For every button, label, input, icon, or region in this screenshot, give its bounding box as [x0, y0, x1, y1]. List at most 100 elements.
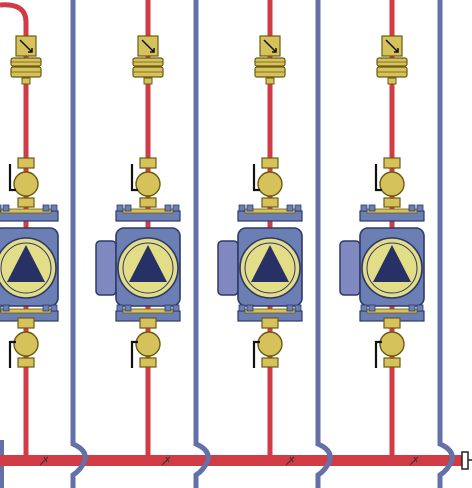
upper-ball-valve-ball [379, 171, 405, 197]
lower-flange-bolt-1 [238, 304, 246, 312]
upper-ball-valve-handle [252, 164, 260, 192]
check-valve-arrow [19, 39, 33, 53]
upper-flange-bolt-2 [246, 204, 254, 212]
return-pipe-4 [437, 0, 455, 488]
lower-flange-bolt-4 [416, 304, 424, 312]
check-valve-arrow [385, 39, 399, 53]
lower-flange-bolt-2 [368, 304, 376, 312]
upper-ball-valve-bottom [17, 197, 35, 208]
lower-flange-bolt-1 [116, 304, 124, 312]
lower-flange-bolt-3 [164, 304, 172, 312]
return-hop-1 [71, 441, 88, 478]
lower-ball-valve-handle [374, 340, 382, 368]
check-valve-tail [21, 77, 31, 85]
upper-ball-valve-ball [13, 171, 39, 197]
header-pipes [0, 441, 472, 478]
check-valve-tail [265, 77, 275, 85]
lower-ball-valve-handle [252, 340, 260, 368]
upper-ball-valve-top [139, 157, 157, 169]
lower-ball-valve-ball [257, 331, 283, 357]
upper-ball-valve-top [383, 157, 401, 169]
upper-flange-bolt-4 [50, 204, 58, 212]
pump-unit-3 [217, 35, 303, 368]
upper-flange-bolt-2 [368, 204, 376, 212]
return-pipe-2 [193, 0, 211, 488]
upper-ball-valve-ball [135, 171, 161, 197]
motor-terminal-box [339, 240, 361, 296]
supply-header [0, 455, 462, 466]
lower-ball-valve-ball [379, 331, 405, 357]
upper-flange-bolt-3 [286, 204, 294, 212]
upper-flange-bolt-3 [408, 204, 416, 212]
check-valve-arrow [263, 39, 277, 53]
upper-ball-valve-bottom [261, 197, 279, 208]
lower-ball-valve-bottom [17, 357, 35, 368]
upper-flange-bolt-1 [360, 204, 368, 212]
pump-unit-4 [339, 35, 425, 368]
pump-unit-1 [0, 35, 59, 368]
lower-ball-valve-handle [8, 340, 16, 368]
upper-flange-bolt-4 [172, 204, 180, 212]
upper-flange-bolt-4 [294, 204, 302, 212]
check-valve-tail [143, 77, 153, 85]
pump-units [0, 35, 425, 368]
lower-flange-bolt-3 [286, 304, 294, 312]
upper-ball-valve-handle [130, 164, 138, 192]
lower-ball-valve-top [261, 317, 279, 329]
lower-ball-valve-ball [13, 331, 39, 357]
upper-flange-bolt-2 [124, 204, 132, 212]
upper-ball-valve-top [261, 157, 279, 169]
lower-flange-bolt-1 [0, 304, 2, 312]
upper-flange-bolt-3 [42, 204, 50, 212]
lower-flange-bolt-3 [42, 304, 50, 312]
lower-flange-bolt-4 [294, 304, 302, 312]
lower-ball-valve-bottom [261, 357, 279, 368]
upper-ball-valve-handle [8, 164, 16, 192]
pump-direction-triangle [251, 245, 289, 282]
motor-terminal-box [217, 240, 239, 296]
sensor-mark-1 [39, 456, 49, 466]
sensor-mark-2 [161, 456, 171, 466]
check-valve-tail [387, 77, 397, 85]
return-hop-3 [316, 441, 333, 478]
lower-flange-bolt-4 [172, 304, 180, 312]
return-hop-2 [194, 441, 211, 478]
upper-flange-bolt-4 [416, 204, 424, 212]
lower-flange-bolt-2 [246, 304, 254, 312]
pump-unit-2 [95, 35, 181, 368]
return-pipe-3 [315, 0, 333, 488]
lower-flange-bolt-1 [360, 304, 368, 312]
lower-flange-bolt-2 [2, 304, 10, 312]
lower-flange-bolt-3 [408, 304, 416, 312]
lower-ball-valve-bottom [139, 357, 157, 368]
lower-ball-valve-top [17, 317, 35, 329]
sensor-mark-4 [409, 456, 419, 466]
lower-flange-bolt-4 [50, 304, 58, 312]
upper-flange-bolt-2 [2, 204, 10, 212]
upper-ball-valve-top [17, 157, 35, 169]
return-pipe-1 [70, 0, 88, 488]
lower-ball-valve-ball [135, 331, 161, 357]
upper-flange-bolt-3 [164, 204, 172, 212]
header-end-cap [461, 451, 469, 470]
supply-pipe-1 [0, 2, 29, 460]
lower-flange-bolt-2 [124, 304, 132, 312]
pump-direction-triangle [129, 245, 167, 282]
upper-flange-bolt-1 [116, 204, 124, 212]
sensor-mark-3 [285, 456, 295, 466]
lower-ball-valve-top [383, 317, 401, 329]
check-valve-arrow [141, 39, 155, 53]
lower-ball-valve-top [139, 317, 157, 329]
upper-ball-valve-bottom [139, 197, 157, 208]
pump-direction-triangle [7, 245, 45, 282]
return-hop-4 [438, 441, 455, 478]
upper-ball-valve-bottom [383, 197, 401, 208]
upper-ball-valve-ball [257, 171, 283, 197]
pump-direction-triangle [373, 245, 411, 282]
lower-ball-valve-handle [130, 340, 138, 368]
upper-flange-bolt-1 [0, 204, 2, 212]
upper-flange-bolt-1 [238, 204, 246, 212]
motor-terminal-box [95, 240, 117, 296]
lower-ball-valve-bottom [383, 357, 401, 368]
